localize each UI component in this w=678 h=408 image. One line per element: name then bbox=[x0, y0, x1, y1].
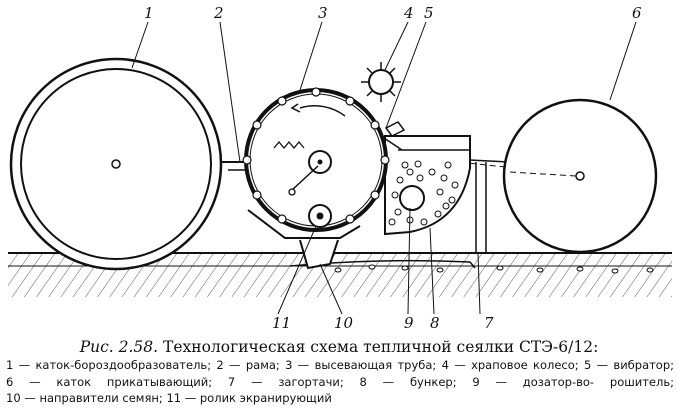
packing-roller-wheel bbox=[502, 98, 658, 254]
legend-item: рошитель; bbox=[609, 374, 674, 389]
legend-item: 8 — бункер; bbox=[359, 374, 457, 389]
callout-10: 10 bbox=[334, 314, 354, 332]
seeder-schematic: 1 2 3 4 5 6 7 8 9 10 11 bbox=[8, 4, 672, 332]
callout-8: 8 bbox=[430, 314, 440, 332]
legend-item: 6 — каток прикатывающий; bbox=[6, 374, 213, 389]
legend-item: 10 — направители семян; bbox=[6, 391, 163, 405]
legend-item: 4 — храповое колесо; bbox=[441, 358, 579, 372]
ratchet-wheel bbox=[361, 62, 401, 102]
legend-item: 7 — загортачи; bbox=[227, 374, 344, 389]
callout-9: 9 bbox=[404, 314, 414, 332]
hopper bbox=[384, 135, 471, 236]
legend-item: 3 — высевающая труба; bbox=[285, 358, 437, 372]
legend-item: 11 — ролик экранирующий bbox=[166, 391, 332, 405]
figure-number: Рис. 2.58. bbox=[79, 338, 159, 356]
callout-1: 1 bbox=[144, 4, 154, 22]
callout-5: 5 bbox=[424, 4, 434, 22]
callout-7: 7 bbox=[484, 314, 494, 332]
furrow-roller-wheel bbox=[9, 57, 223, 271]
callout-3: 3 bbox=[318, 4, 328, 22]
figure-title: Технологическая схема тепличной сеялки С… bbox=[163, 338, 599, 356]
seeding-drum bbox=[242, 87, 390, 270]
legend-item: 2 — рама; bbox=[216, 358, 280, 372]
legend-item: 5 — вибратор; bbox=[583, 358, 675, 372]
legend-item: 1 — каток-бороздообразователь; bbox=[6, 358, 212, 372]
figure-legend: 1 — каток-бороздообразователь; 2 — рама;… bbox=[6, 357, 674, 407]
figure-caption: Рис. 2.58. Технологическая схема тепличн… bbox=[0, 338, 678, 356]
callout-2: 2 bbox=[213, 4, 224, 22]
legend-item: 9 — дозатор-во- bbox=[472, 374, 595, 389]
leader-lines bbox=[131, 21, 637, 315]
callout-6: 6 bbox=[632, 4, 642, 22]
callout-labels: 1 2 3 4 5 6 7 8 9 10 11 bbox=[144, 4, 642, 332]
callout-11: 11 bbox=[272, 314, 291, 332]
callout-4: 4 bbox=[403, 4, 414, 22]
vibrator bbox=[383, 121, 406, 151]
